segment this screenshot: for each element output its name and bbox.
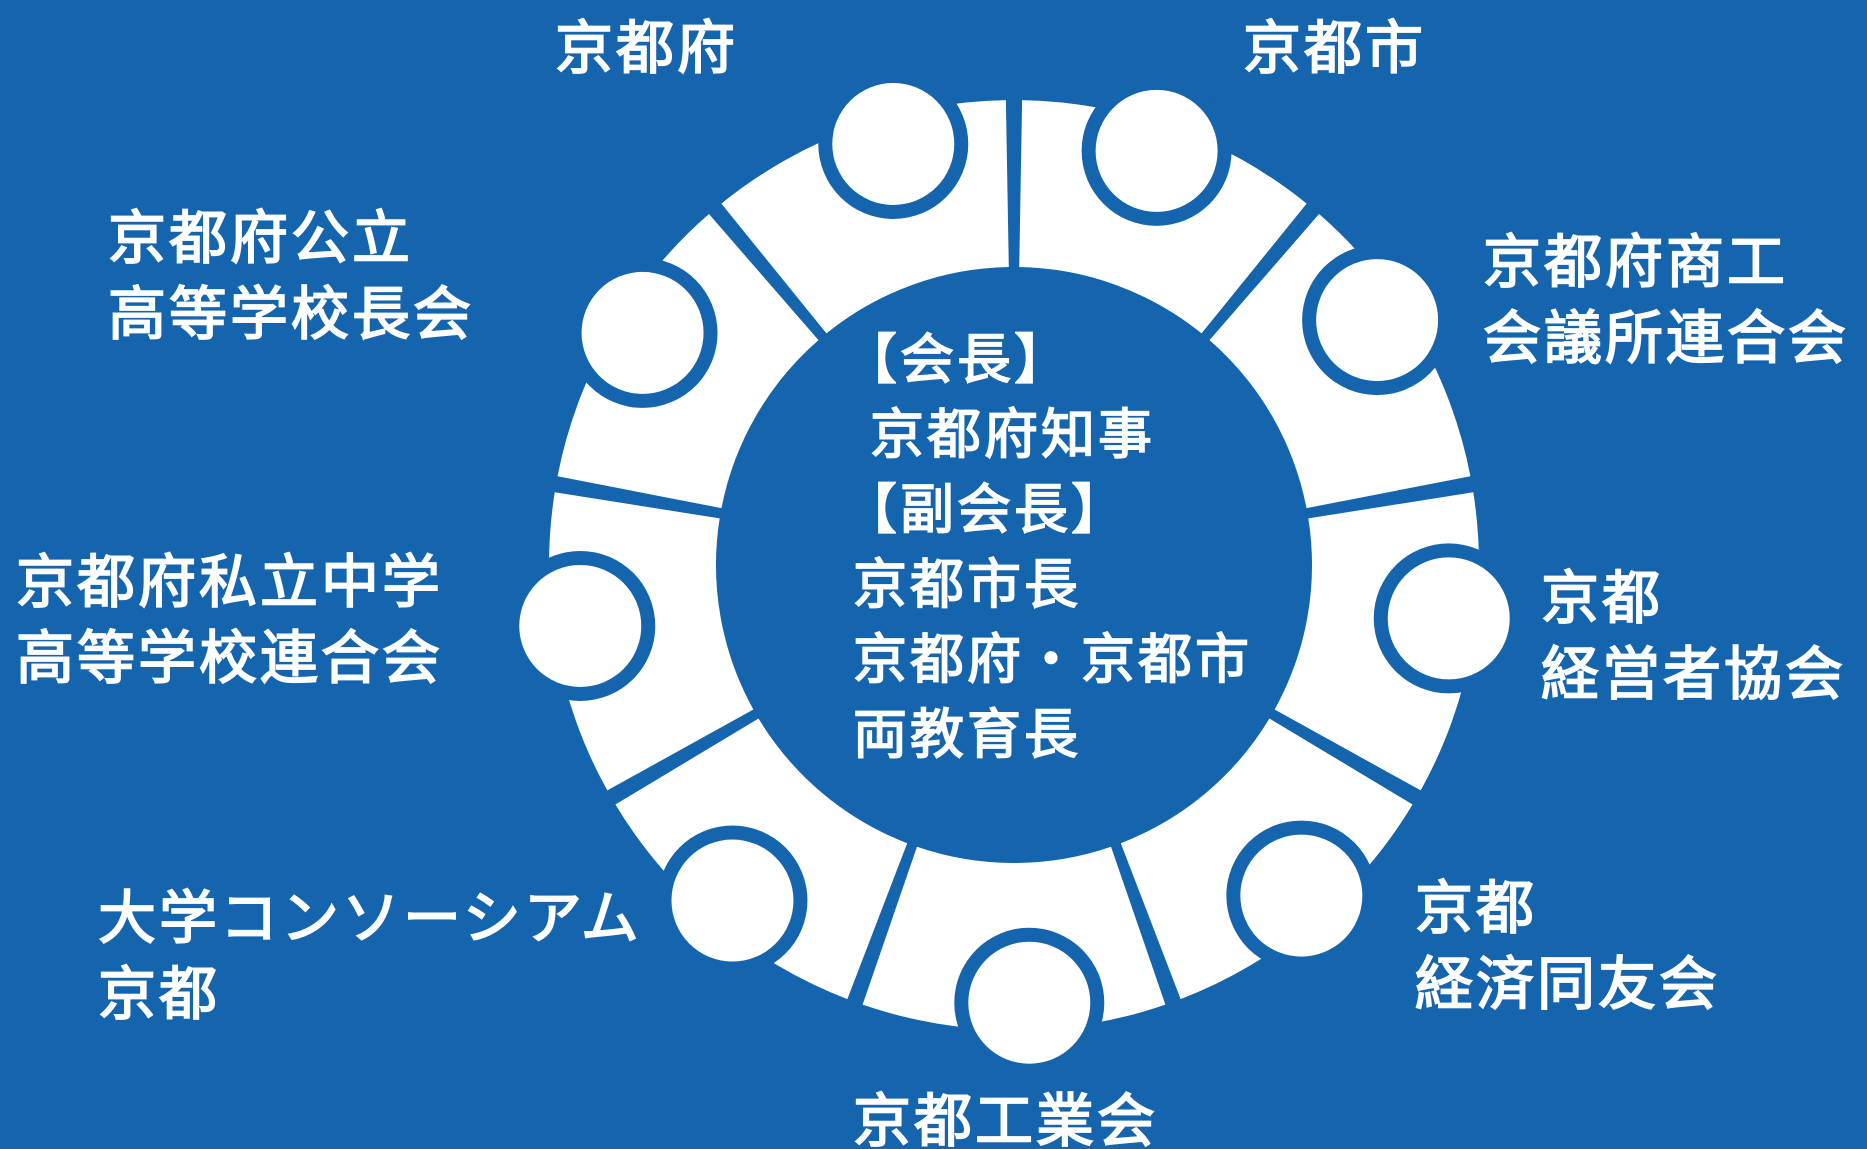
person-icon [505,550,656,701]
person-icon [1226,820,1377,971]
chair-heading: 【会長】 [843,328,1071,391]
member-label-chamber-of-commerce: 京都府商工 会議所連合会 [1483,228,1850,372]
leadership-block: 【会長】 京都府知事 【副会長】 京都市長 京都府・京都市 両教育長 [843,322,1252,772]
person-icon [1302,245,1453,396]
member-label-university-consortium: 大学コンソーシアム 京都 [98,884,642,1028]
vice-chair-3: 両教育長 [853,703,1081,766]
vice-chair-2: 京都府・京都市 [853,628,1252,691]
member-label-industry-association: 京都工業会 [853,1087,1159,1149]
vice-chair-heading: 【副会長】 [843,478,1128,541]
chair-title: 京都府知事 [870,403,1155,466]
person-icon [1081,75,1232,226]
member-label-kyoto-prefecture: 京都府 [555,14,739,82]
person-icon [567,257,718,408]
person-icon [1373,543,1524,694]
person-icon [657,825,808,976]
member-label-private-schools: 京都府私立中学 高等学校連合会 [16,548,444,692]
member-label-kyoto-city: 京都市 [1243,14,1427,82]
member-label-doyukai: 京都 経済同友会 [1415,874,1721,1018]
member-label-employers-association: 京都 経営者協会 [1541,564,1847,708]
person-icon [818,68,969,219]
member-label-public-principals: 京都府公立 高等学校長会 [108,204,475,348]
person-icon [954,927,1105,1078]
vice-chair-1: 京都市長 [853,553,1081,616]
